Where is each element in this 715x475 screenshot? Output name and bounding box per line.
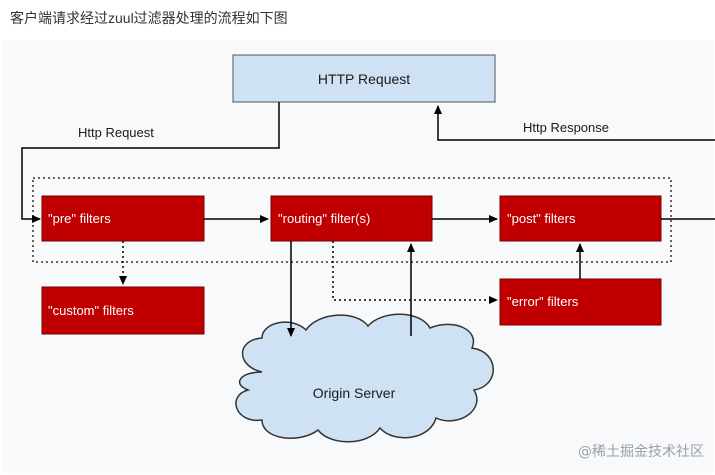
http-request-edge [21, 102, 280, 223]
routing-filters-box [270, 195, 433, 242]
error-filters-box [499, 278, 662, 326]
origin-server-label: Origin Server [313, 385, 396, 401]
watermark: @稀土掘金技术社区 [578, 444, 704, 460]
pre-filters-box [41, 195, 205, 242]
routing-filters-label: "routing" filter(s) [278, 211, 370, 226]
pre-filters-label: "pre" filters [48, 211, 111, 226]
http-request-box [232, 54, 496, 103]
http-response-edge-label: Http Response [523, 120, 609, 135]
page-caption: 客户端请求经过zuul过滤器处理的流程如下图 [10, 10, 288, 26]
post-filters-label: "post" filters [507, 211, 576, 226]
origin-server-cloud [235, 313, 494, 443]
post-filters-box [499, 195, 662, 242]
http-response-edge [434, 105, 715, 141]
error-filters-label: "error" filters [507, 294, 579, 309]
http-request-label: HTTP Request [318, 71, 410, 87]
custom-filters-box [41, 286, 205, 335]
http-request-edge-label: Http Request [78, 125, 154, 140]
custom-filters-label: "custom" filters [48, 303, 134, 318]
routing-to-error-arrow [332, 241, 498, 304]
